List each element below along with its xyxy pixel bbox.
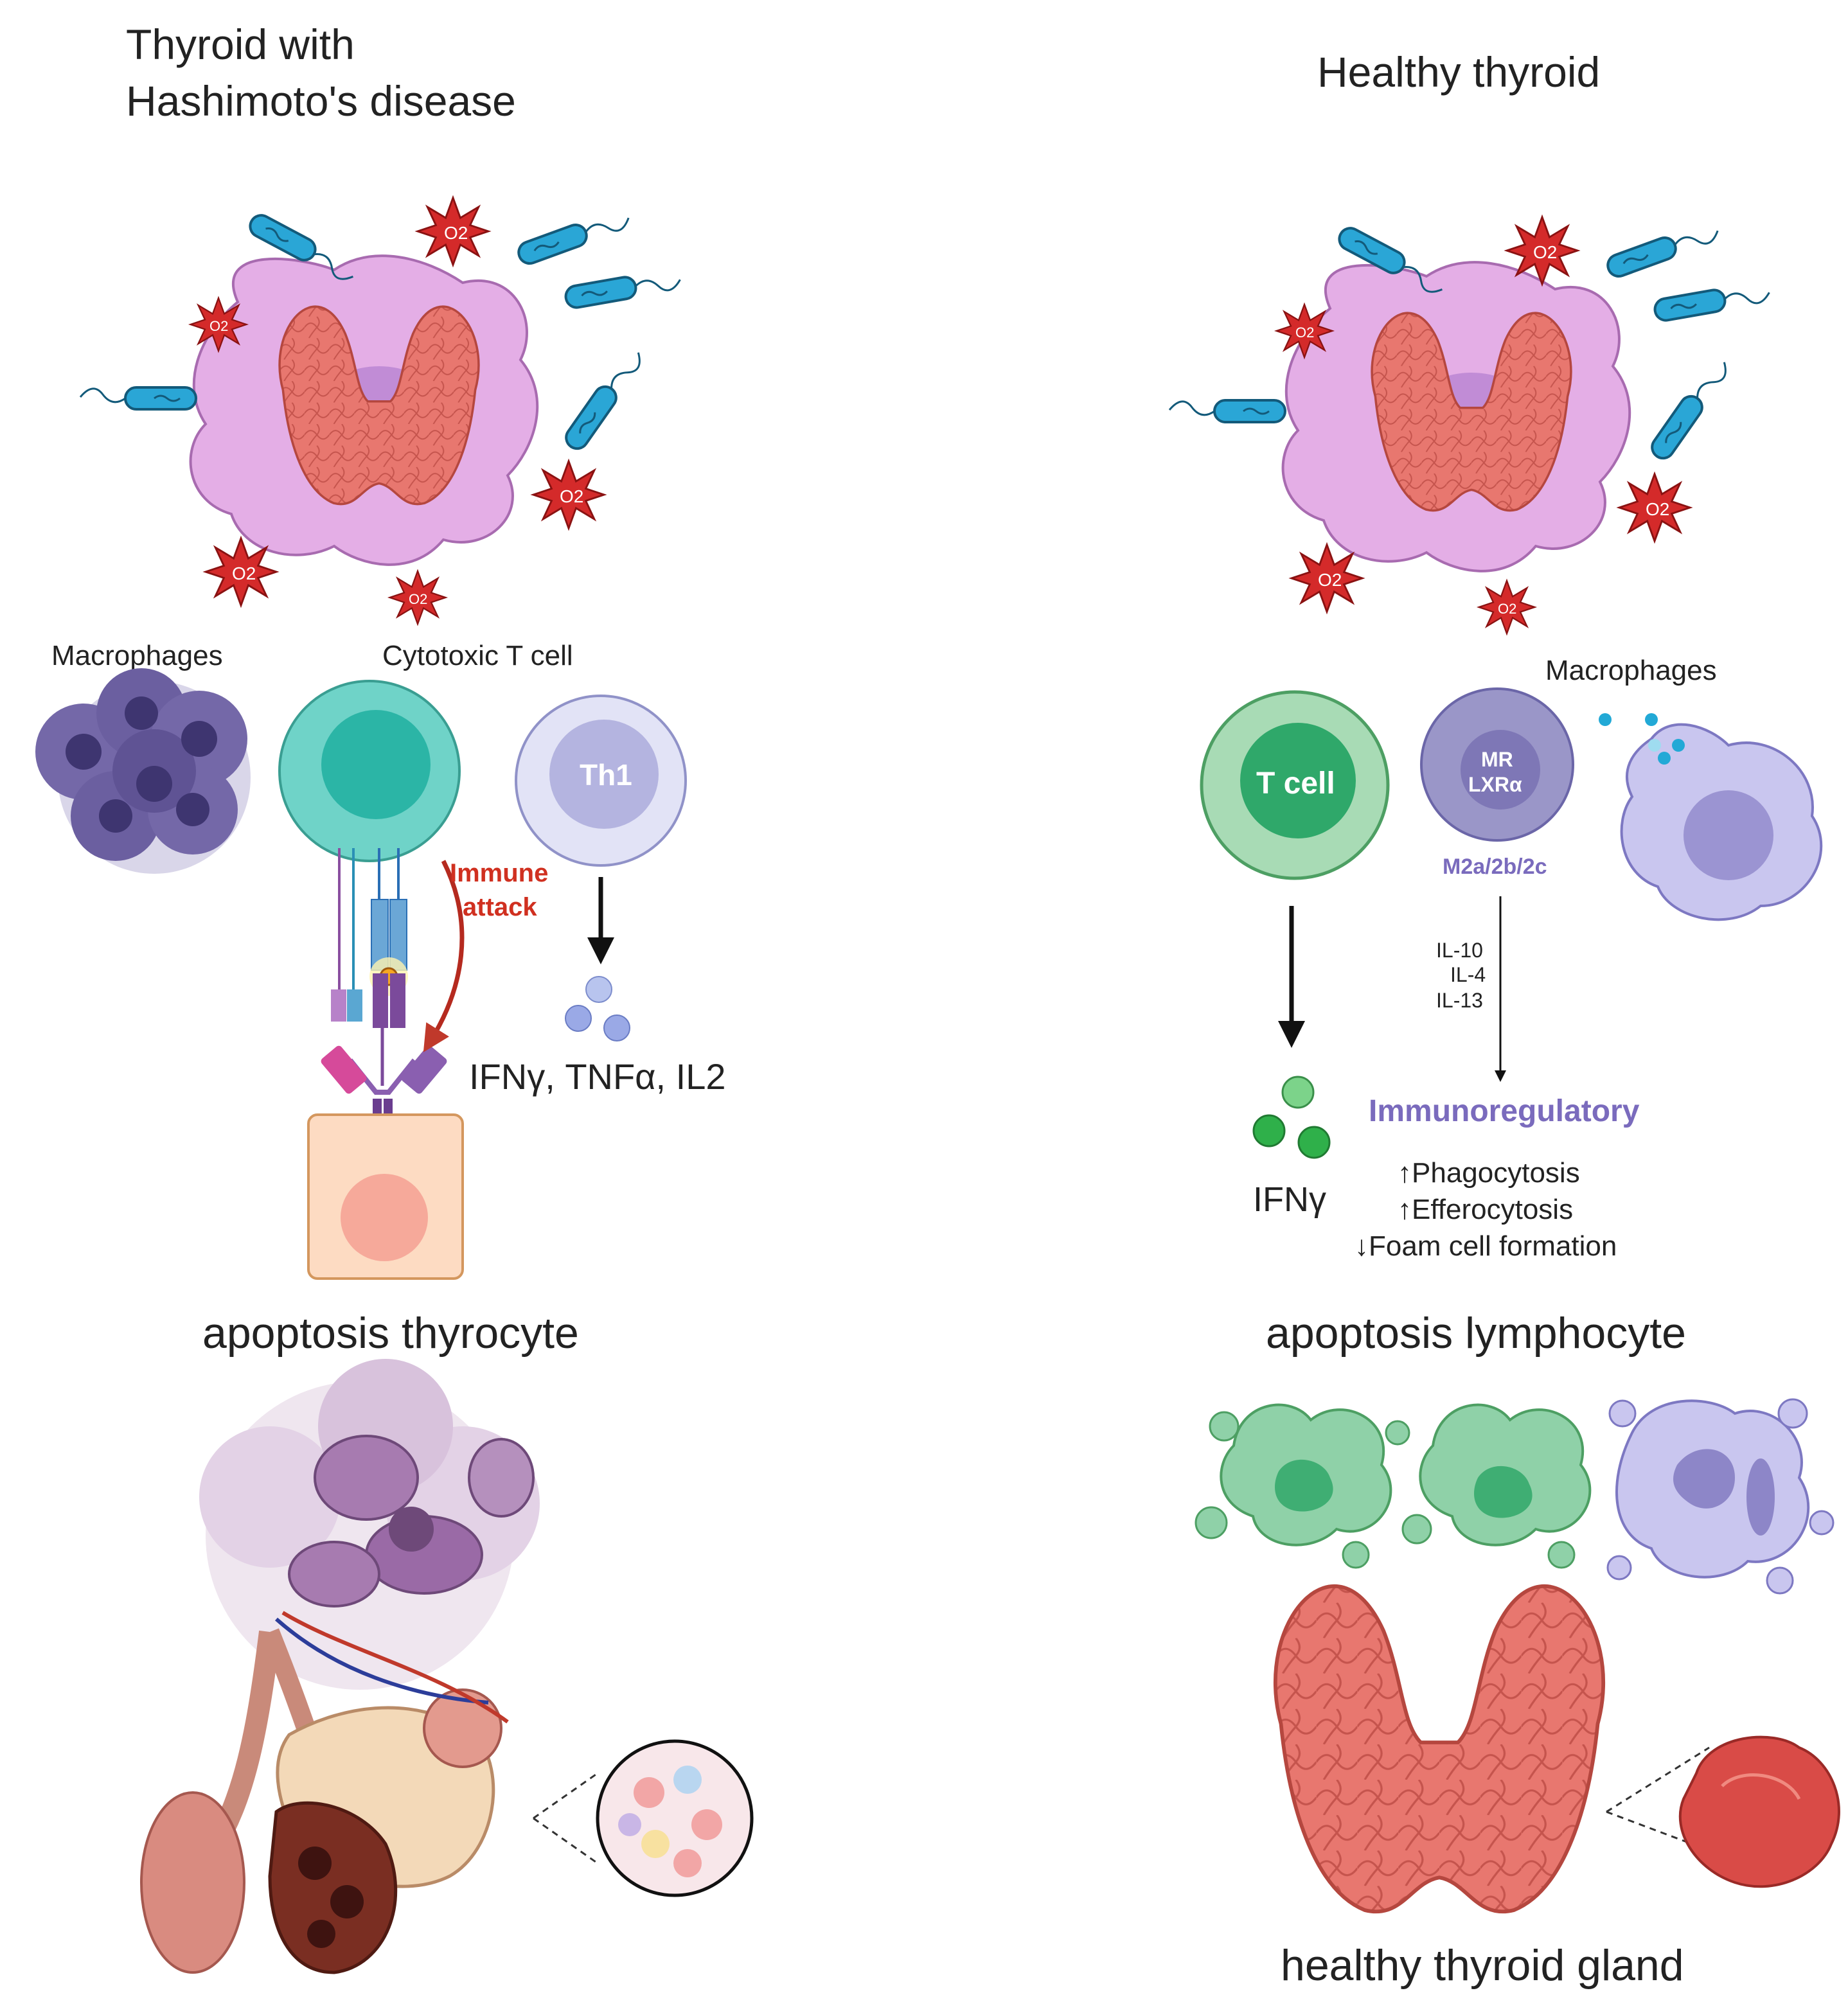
svg-text:O2: O2 [1498, 601, 1516, 617]
svg-text:O2: O2 [409, 591, 427, 607]
immune-attack-label-line1: Immune [450, 859, 548, 887]
cytokine-particles [565, 976, 630, 1041]
svg-text:O2: O2 [560, 486, 583, 506]
t-cell: T cell [1200, 690, 1390, 880]
lxr-label: LXRα [1468, 773, 1522, 796]
apoptotic-macrophage [1606, 1398, 1835, 1595]
bacteria-icon [1646, 353, 1734, 464]
o2-star-icon: O2 [1478, 580, 1536, 635]
svg-text:O2: O2 [209, 318, 228, 334]
left-macrophages-label: Macrophages [51, 640, 223, 671]
thyroid-zoom-lobe [1678, 1735, 1840, 1888]
o2-star-icon: O2 [1290, 544, 1364, 613]
mr-label: MR [1481, 748, 1513, 771]
right-title: Healthy thyroid [1317, 48, 1600, 96]
phagocytosis-effect: ↑Phagocytosis [1398, 1157, 1580, 1189]
right-panel: Healthy thyroid O2 O2 O2 O2 O2 Macrophag… [1168, 48, 1840, 1990]
tissue-lobe-illustration [140, 1611, 509, 1974]
il10-label: IL-10 [1436, 939, 1483, 962]
apoptotic-cell-cluster [199, 1359, 540, 1690]
o2-star-icon: O2 [204, 537, 278, 607]
th1-label: Th1 [580, 758, 632, 792]
ifn-particles [1252, 1076, 1331, 1159]
phagocytosing-macrophage [1599, 713, 1823, 921]
healthy-thyroid-gland-icon [1275, 1586, 1603, 1912]
il4-label: IL-4 [1450, 963, 1486, 986]
bacteria-icon [1603, 218, 1723, 281]
apoptosis-lymphocyte-label: apoptosis lymphocyte [1266, 1309, 1686, 1358]
zoom-guide-line [533, 1817, 598, 1865]
right-macrophage-thyroid-illustration [1281, 261, 1631, 572]
healthy-thyroid-gland-label: healthy thyroid gland [1281, 1941, 1684, 1990]
left-title-line2: Hashimoto's disease [126, 77, 516, 125]
bacteria-icon [560, 344, 648, 454]
left-panel: Thyroid with Hashimoto's disease O2 O2 O… [35, 21, 754, 1974]
t-cell-label: T cell [1256, 766, 1335, 801]
th1-cell: Th1 [515, 695, 687, 867]
ifn-label: IFNγ [1253, 1180, 1326, 1219]
cytotoxic-t-cell [278, 680, 461, 862]
il13-label: IL-13 [1436, 989, 1483, 1012]
bacteria-icon [79, 386, 197, 411]
immunoregulatory-label: Immunoregulatory [1369, 1094, 1640, 1128]
immune-attack-arrow [423, 860, 465, 1052]
tissue-zoom-circle [596, 1739, 754, 1897]
cytotoxic-t-cell-label: Cytotoxic T cell [382, 640, 573, 671]
o2-star-icon: O2 [1618, 473, 1691, 542]
o2-star-icon: O2 [416, 197, 490, 266]
svg-text:O2: O2 [1295, 324, 1314, 341]
efferocytosis-effect: ↑Efferocytosis [1398, 1194, 1573, 1225]
o2-star-icon: O2 [1506, 216, 1579, 285]
svg-text:O2: O2 [1646, 499, 1669, 519]
o2-star-icon: O2 [1275, 303, 1333, 359]
zoom-guide-line [1606, 1746, 1710, 1813]
right-macrophages-label: Macrophages [1545, 655, 1717, 686]
bacteria-icon [1651, 279, 1773, 324]
bacteria-icon [514, 205, 634, 268]
macrophage-cluster [35, 668, 251, 874]
foam-cell-effect: ↓Foam cell formation [1355, 1230, 1617, 1262]
zoom-guide-line [533, 1772, 598, 1820]
svg-text:O2: O2 [1533, 242, 1557, 262]
left-macrophage-thyroid-illustration [189, 254, 539, 566]
svg-text:O2: O2 [232, 563, 256, 583]
o2-star-icon: O2 [389, 570, 447, 625]
immune-attack-label-line2: attack [463, 893, 537, 921]
apoptotic-green-cell [1401, 1403, 1592, 1569]
cytokines-label: IFNγ, TNFα, IL2 [469, 1056, 726, 1097]
svg-text:O2: O2 [1318, 570, 1342, 590]
m2-subtypes-label: M2a/2b/2c [1443, 855, 1547, 879]
bacteria-icon [1168, 399, 1286, 423]
left-title-line1: Thyroid with [126, 21, 355, 68]
apoptotic-green-cell [1195, 1403, 1410, 1569]
m2-macrophage: MR LXRα [1420, 687, 1574, 842]
tcr-receptor-complex [331, 848, 408, 1086]
o2-star-icon: O2 [532, 460, 605, 529]
thyrocyte-cell [307, 1113, 464, 1280]
o2-star-icon: O2 [190, 297, 247, 352]
bacteria-icon [562, 266, 684, 311]
apoptosis-thyrocyte-label: apoptosis thyrocyte [202, 1309, 579, 1358]
svg-text:O2: O2 [444, 223, 468, 243]
